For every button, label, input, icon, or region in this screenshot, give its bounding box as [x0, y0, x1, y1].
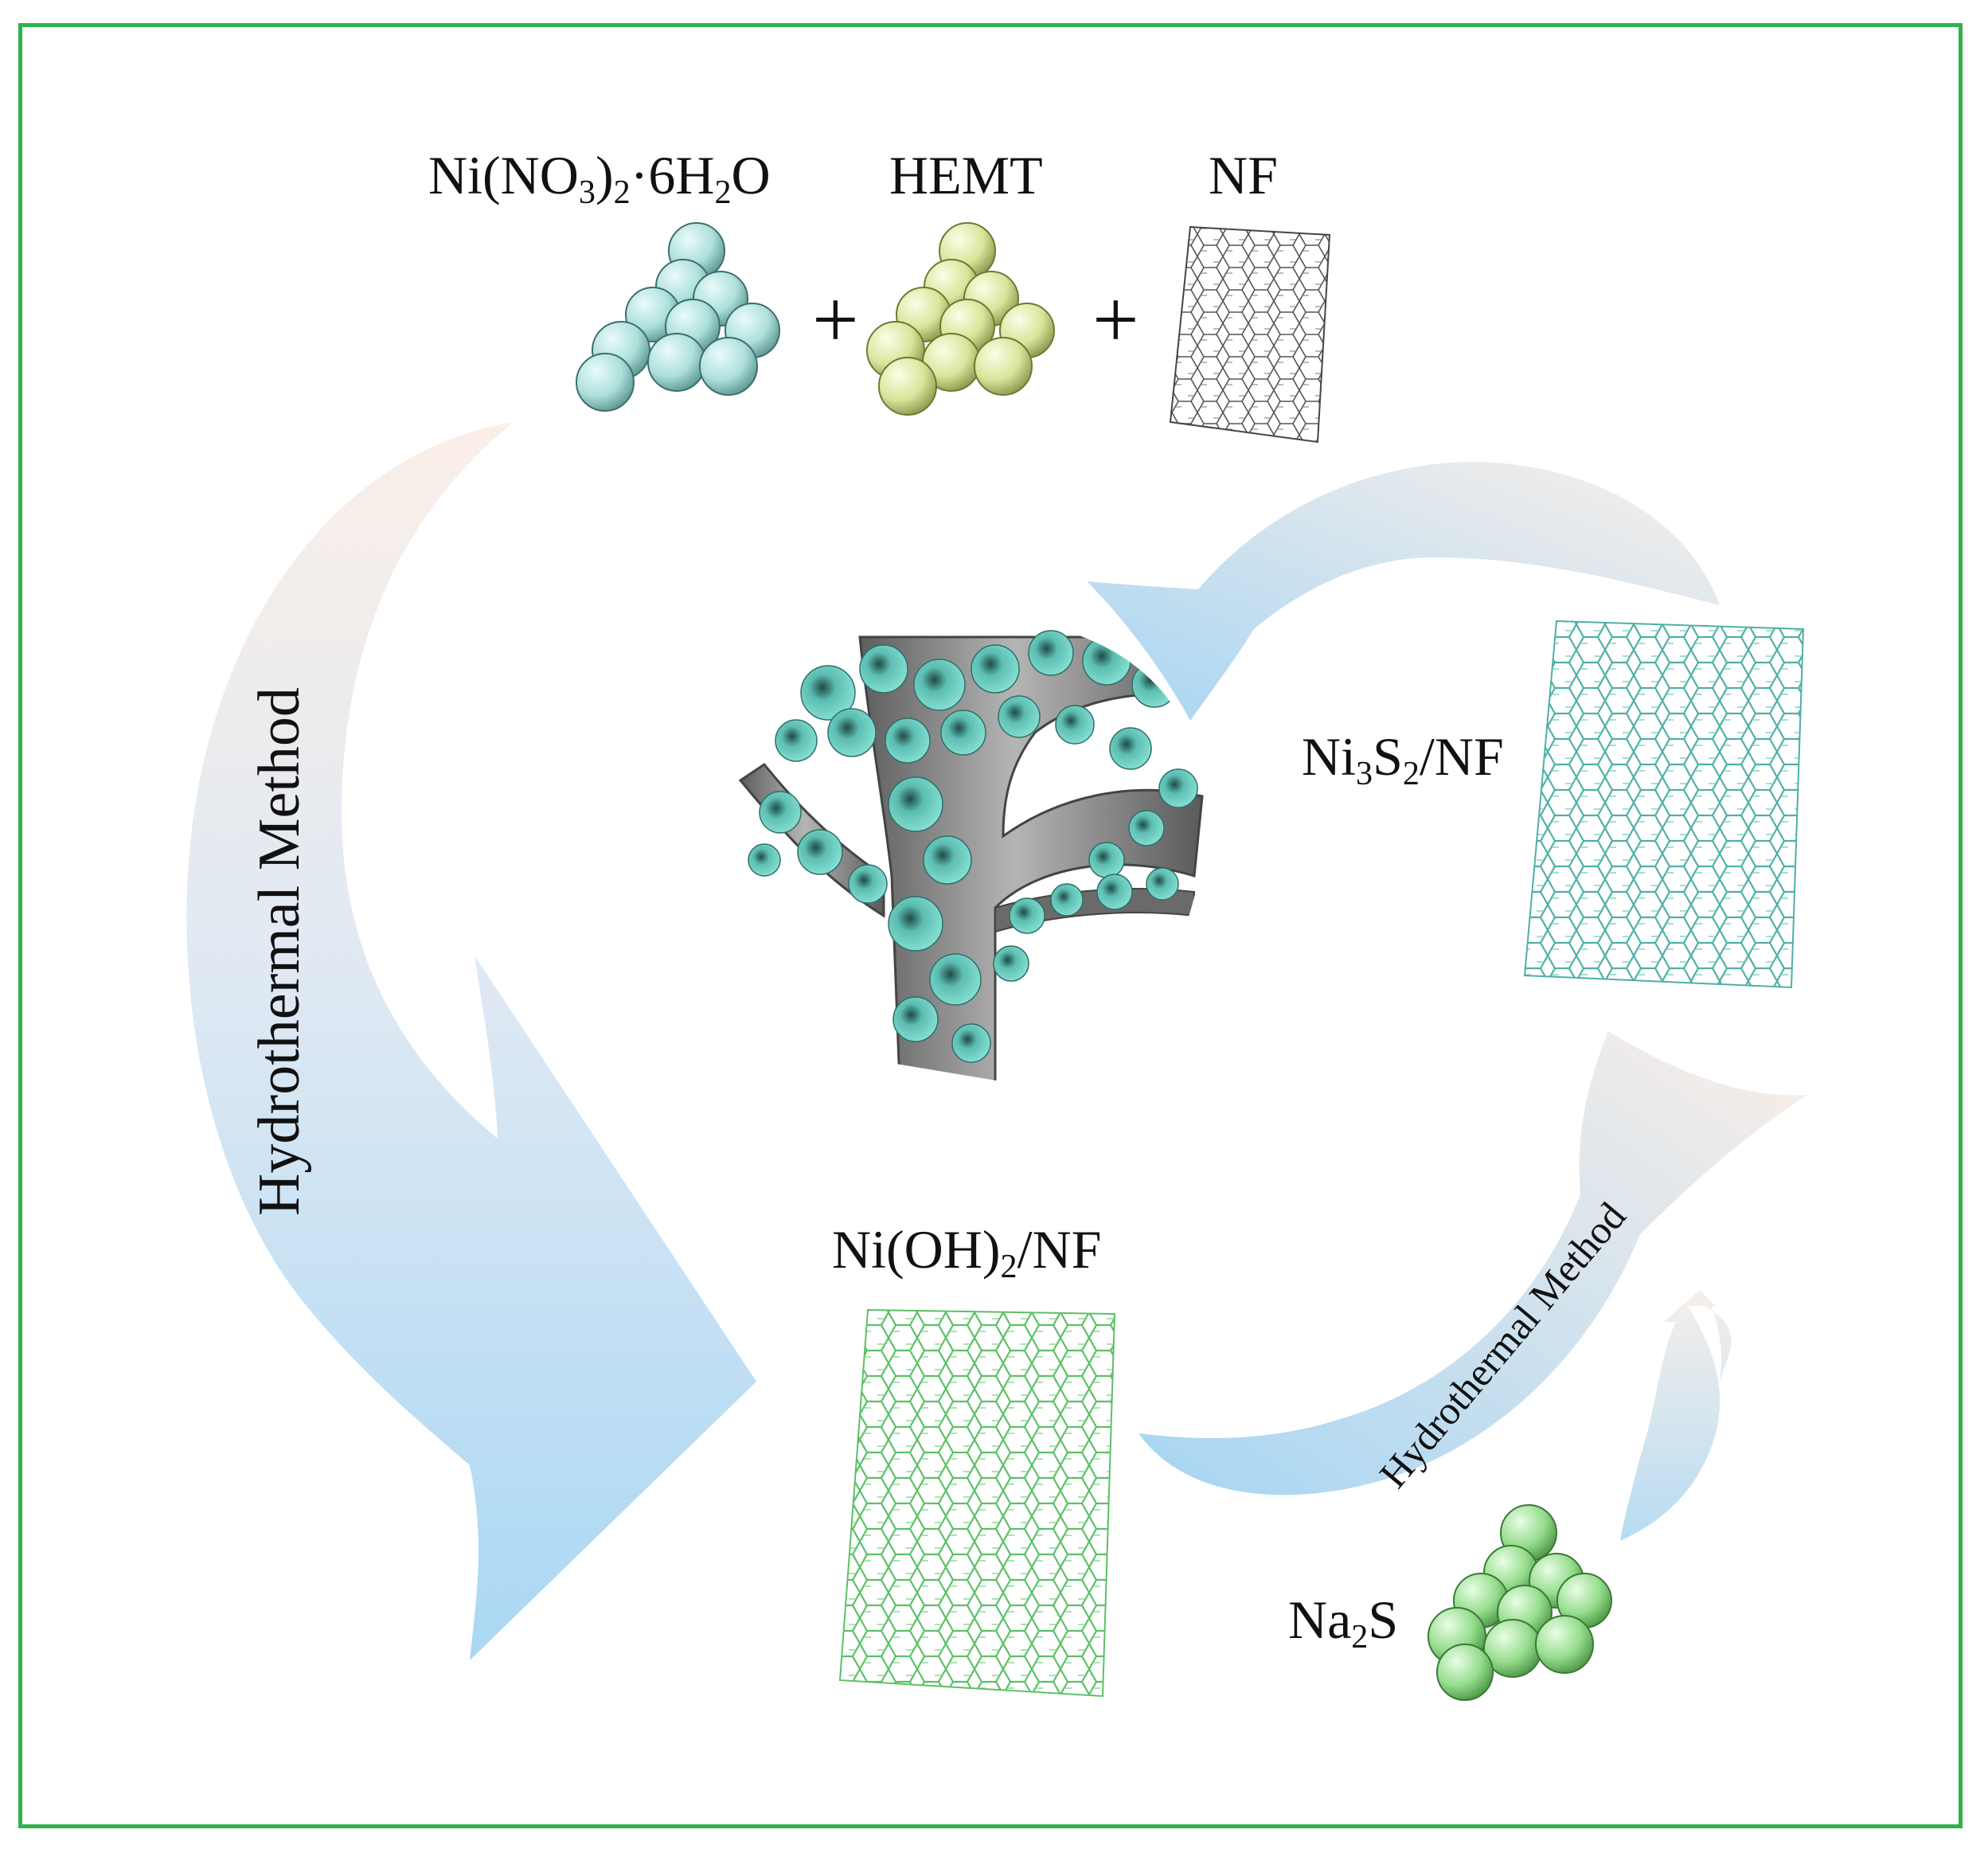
- nanoparticle: [888, 776, 943, 832]
- nanoparticle: [797, 829, 843, 875]
- nanoparticle: [800, 665, 856, 721]
- nanoparticle: [1096, 874, 1133, 910]
- nanoparticle: [885, 717, 931, 764]
- nanoparticle: [929, 953, 982, 1006]
- nanoparticle: [998, 695, 1041, 738]
- nanoparticle: [888, 896, 943, 952]
- nickel-nitrate-label: Ni(NO3)2·6H2O: [428, 145, 771, 211]
- left-arrow-label: Hydrothermal Method: [247, 687, 312, 1216]
- nanoparticle: [892, 996, 939, 1042]
- nanoparticle: [1055, 705, 1095, 745]
- nanoparticle: [775, 719, 818, 762]
- nanoparticle: [1158, 768, 1198, 808]
- sodium-sulfide-label: Na2S: [1288, 1589, 1399, 1656]
- bottom-right-process-arrow: [1139, 1031, 1807, 1495]
- sodium-sulfide-cluster: [1428, 1504, 1612, 1701]
- nanoparticle: [940, 710, 986, 756]
- nanoparticle: [1082, 636, 1131, 686]
- right-arrow-label: Hydrothermal Method: [1370, 1194, 1634, 1496]
- nf-label: NF: [1209, 145, 1278, 205]
- nanoparticle: [951, 1023, 991, 1063]
- nanoparticle: [971, 644, 1020, 694]
- left-process-arrow: [186, 422, 756, 1660]
- nanoparticle: [827, 708, 877, 757]
- nickel-sulfide-lattice: [1523, 620, 1805, 989]
- nanoparticle: [1050, 883, 1084, 917]
- nanoparticle: [1146, 867, 1179, 901]
- nickel-nitrate-cluster: [576, 222, 780, 412]
- nanoparticle: [923, 835, 972, 885]
- hemt-cluster: [866, 222, 1055, 416]
- nanoparticle: [1109, 727, 1152, 770]
- nanoparticle: [759, 791, 802, 834]
- top-right-process-arrow: [1087, 461, 1720, 721]
- nickel-hydroxide-label: Ni(OH)2/NF: [832, 1219, 1102, 1285]
- nickel-foam-lattice: [1169, 225, 1331, 444]
- nickel-hydroxide-lattice: [838, 1308, 1116, 1698]
- figure-frame: [18, 23, 1963, 1828]
- nanoparticle: [859, 644, 908, 694]
- nanoparticle: [1128, 810, 1165, 846]
- nanoparticle: [1028, 630, 1074, 676]
- nickel-sulfide-label: Ni3S2/NF: [1302, 726, 1504, 792]
- hemt-label: HEMT: [889, 145, 1043, 205]
- na2s-small-arrow: [1620, 1290, 1732, 1541]
- foam-with-nanoparticles: [735, 620, 1206, 1087]
- nanoparticle: [848, 864, 888, 904]
- nanoparticle: [913, 659, 966, 711]
- nanoparticle: [1009, 897, 1045, 934]
- nanoparticle: [748, 843, 781, 877]
- nanoparticle: [993, 945, 1029, 982]
- nanoparticle: [1088, 842, 1125, 878]
- plus-sign-2: +: [1092, 274, 1139, 366]
- plus-sign-1: +: [812, 274, 859, 366]
